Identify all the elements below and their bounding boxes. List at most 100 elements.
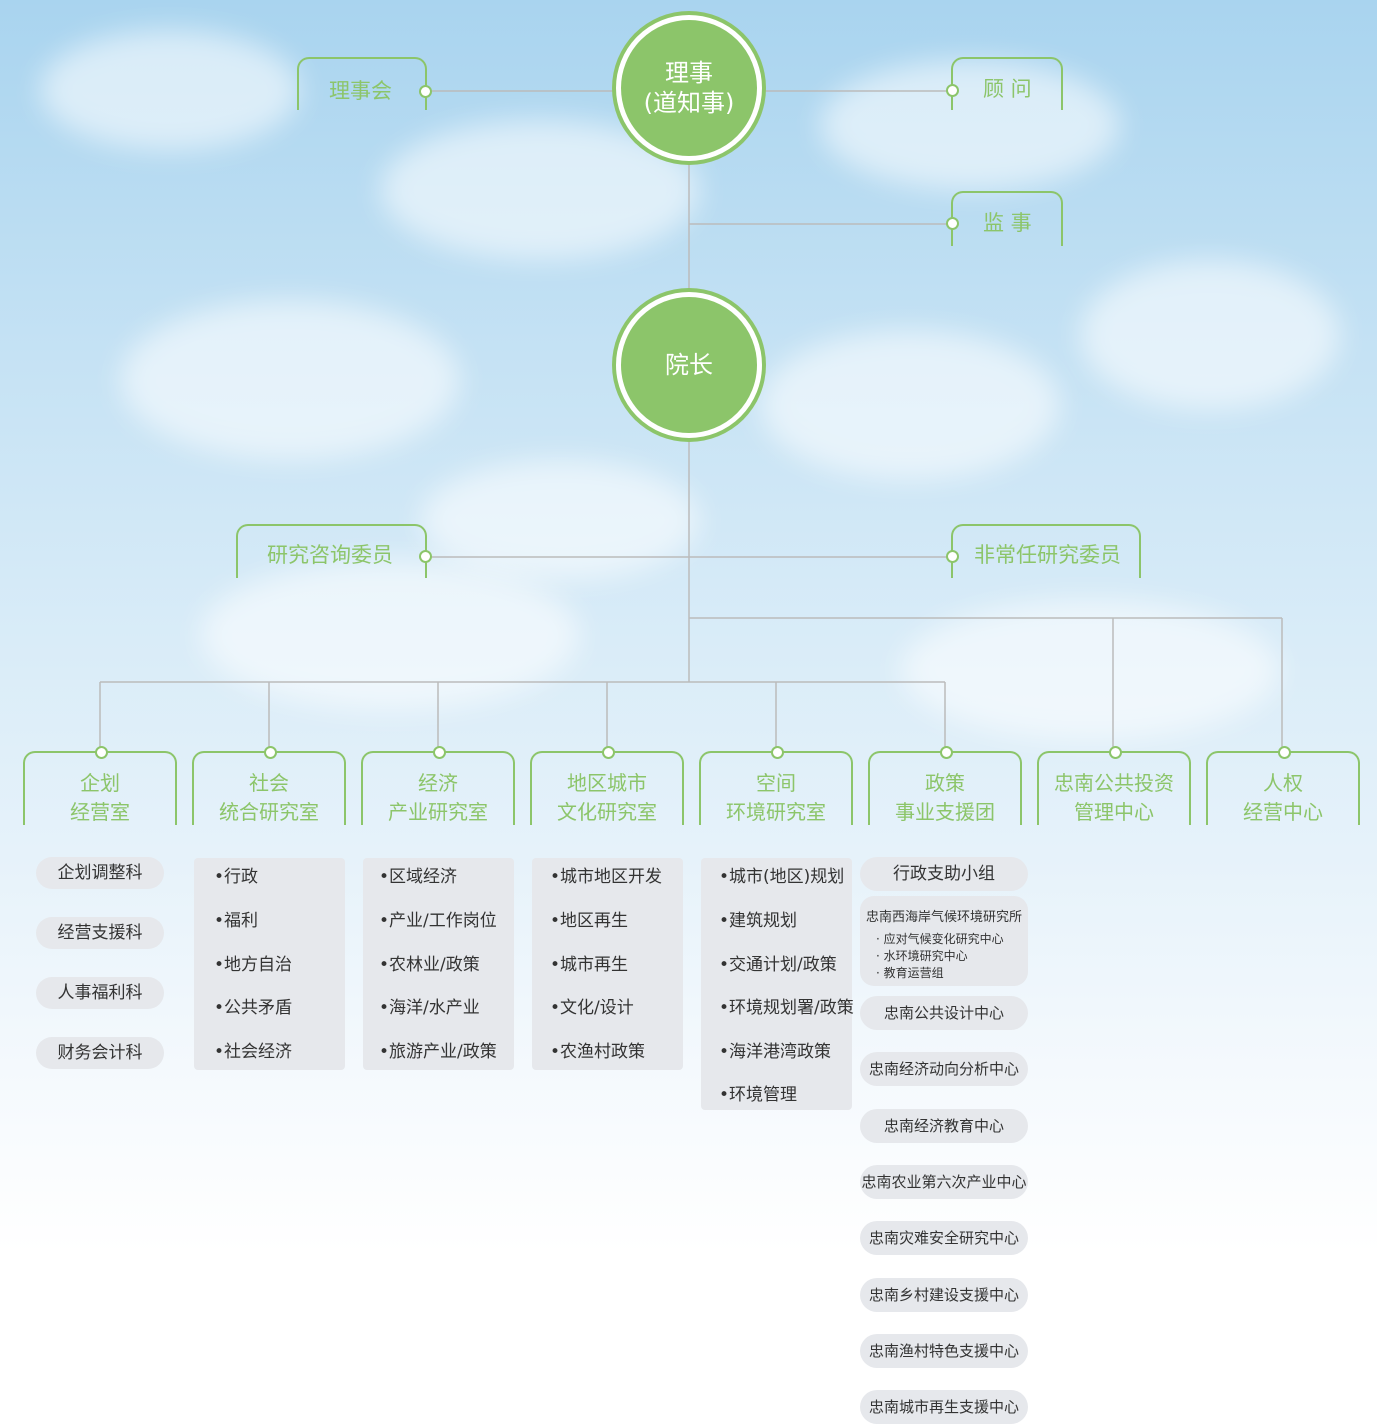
nonstanding-committee-label: 非常任研究委员 — [974, 543, 1121, 567]
unit-pill: 企划调整科 — [36, 857, 164, 889]
list-item: •旅游产业/政策 — [379, 1042, 497, 1062]
center-pill: 忠南灾难安全研究中心 — [860, 1221, 1028, 1255]
dept-name: 地区城市 — [567, 771, 647, 795]
center-pill: 忠南农业第六次产业中心 — [860, 1165, 1028, 1199]
list-item: •行政 — [214, 867, 259, 887]
board-box — [297, 57, 427, 110]
unit-pill: 人事福利科 — [36, 977, 164, 1009]
social-items-panel: •行政 •福利 •地方自治 •公共矛盾 •社会经济 — [194, 858, 345, 1070]
dept-subname: 统合研究室 — [219, 800, 319, 824]
auditor-label: 监 事 — [983, 211, 1032, 235]
dept-public-investment: 忠南公共投资管理中心 — [1037, 746, 1191, 825]
list-item: •城市再生 — [550, 955, 629, 975]
cloud — [760, 330, 1060, 480]
advisor-label: 顾 问 — [983, 77, 1032, 101]
list-item: •环境管理 — [719, 1085, 798, 1105]
list-item: •交通计划/政策 — [719, 955, 837, 975]
center-pill: 忠南城市再生支援中心 — [860, 1390, 1028, 1424]
cloud — [40, 30, 300, 150]
list-item: •农林业/政策 — [379, 955, 480, 975]
list-item: •区域经济 — [379, 867, 458, 887]
dept-subname: 环境研究室 — [726, 800, 826, 824]
admin-group-pill: 行政支助小组 — [860, 857, 1028, 891]
nonstanding-committee-dot — [946, 550, 959, 563]
advisor-box — [951, 57, 1063, 110]
dept-planning: 企划经营室 — [23, 746, 177, 825]
dept-policy: 政策事业支援团 — [868, 746, 1022, 825]
list-item: •海洋/水产业 — [379, 998, 480, 1018]
research-committee-dot — [419, 550, 432, 563]
list-item: •地区再生 — [550, 911, 629, 931]
center-pill: 忠南渔村特色支援中心 — [860, 1334, 1028, 1368]
chairman-sublabel: (道知事) — [643, 89, 735, 117]
dept-dot — [264, 746, 277, 759]
dept-dot — [1278, 746, 1291, 759]
dept-dot — [940, 746, 953, 759]
unit-pill: 经营支援科 — [36, 917, 164, 949]
president-label: 院长 — [665, 351, 713, 379]
dept-environment: 空间环境研究室 — [699, 746, 853, 825]
list-item: •环境规划署/政策 — [719, 998, 854, 1018]
dept-subname: 事业支援团 — [895, 800, 995, 824]
advisor-connector-dot — [946, 84, 959, 97]
cloud — [820, 60, 1120, 190]
center-pill: 忠南公共设计中心 — [860, 996, 1028, 1030]
dept-name: 社会 — [249, 771, 289, 795]
cloud — [200, 560, 580, 710]
research-committee-label: 研究咨询委员 — [267, 543, 393, 567]
dept-economy: 经济产业研究室 — [361, 746, 515, 825]
list-item: •农渔村政策 — [550, 1042, 646, 1062]
cloud — [1080, 260, 1340, 410]
climate-subunit: · 教育运营组 — [876, 966, 944, 980]
center-pill: 忠南经济教育中心 — [860, 1109, 1028, 1143]
dept-name: 企划 — [80, 771, 120, 795]
list-item: •城市地区开发 — [550, 867, 663, 887]
climate-institute-title: 忠南西海岸气候环境研究所 — [866, 910, 1023, 925]
env-items-panel: •城市(地区)规划 •建筑规划 •交通计划/政策 •环境规划署/政策 •海洋港湾… — [701, 858, 854, 1110]
dept-subname: 文化研究室 — [557, 800, 657, 824]
dept-subname: 经营室 — [70, 800, 130, 824]
climate-subunit: · 水环境研究中心 — [876, 949, 968, 963]
dept-name: 空间 — [756, 771, 796, 795]
list-item: •社会经济 — [214, 1042, 293, 1062]
auditor-connector-dot — [946, 217, 959, 230]
list-item: •城市(地区)规划 — [719, 867, 845, 887]
list-item: •产业/工作岗位 — [379, 911, 497, 931]
cloud — [900, 600, 1280, 740]
urban-items-panel: •城市地区开发 •地区再生 •城市再生 •文化/设计 •农渔村政策 — [532, 858, 683, 1070]
climate-institute-box: 忠南西海岸气候环境研究所 · 应对气候变化研究中心 · 水环境研究中心 · 教育… — [860, 896, 1028, 986]
dept-dot — [771, 746, 784, 759]
dept-name: 政策 — [925, 771, 965, 795]
dept-name: 经济 — [418, 771, 458, 795]
list-item: •地方自治 — [214, 955, 293, 975]
dept-dot — [602, 746, 615, 759]
board-connector-dot — [419, 85, 432, 98]
dept-name: 忠南公共投资 — [1054, 771, 1174, 795]
dept-social: 社会统合研究室 — [192, 746, 346, 825]
center-pill: 忠南乡村建设支援中心 — [860, 1278, 1028, 1312]
dept-subname: 管理中心 — [1074, 800, 1154, 824]
economy-items-panel: •区域经济 •产业/工作岗位 •农林业/政策 •海洋/水产业 •旅游产业/政策 — [363, 858, 514, 1070]
chairman-label: 理事 — [665, 59, 713, 87]
cloud — [420, 460, 700, 580]
list-item: •海洋港湾政策 — [719, 1042, 832, 1062]
cloud — [120, 300, 460, 460]
chairman-circle: 理事 (道知事) — [616, 15, 762, 161]
dept-dot — [1109, 746, 1122, 759]
dept-human-rights: 人权经营中心 — [1206, 746, 1360, 825]
list-item: •公共矛盾 — [214, 998, 293, 1018]
board-label: 理事会 — [329, 79, 392, 103]
unit-pill: 财务会计科 — [36, 1037, 164, 1069]
dept-dot — [95, 746, 108, 759]
dept-subname: 经营中心 — [1243, 800, 1323, 824]
list-item: •建筑规划 — [719, 911, 798, 931]
dept-subname: 产业研究室 — [388, 800, 488, 824]
center-pill: 忠南经济动向分析中心 — [860, 1052, 1028, 1086]
climate-subunit: · 应对气候变化研究中心 — [876, 932, 1004, 946]
dept-dot — [433, 746, 446, 759]
president-circle: 院长 — [616, 292, 762, 438]
dept-name: 人权 — [1263, 771, 1303, 795]
list-item: •文化/设计 — [550, 998, 634, 1018]
